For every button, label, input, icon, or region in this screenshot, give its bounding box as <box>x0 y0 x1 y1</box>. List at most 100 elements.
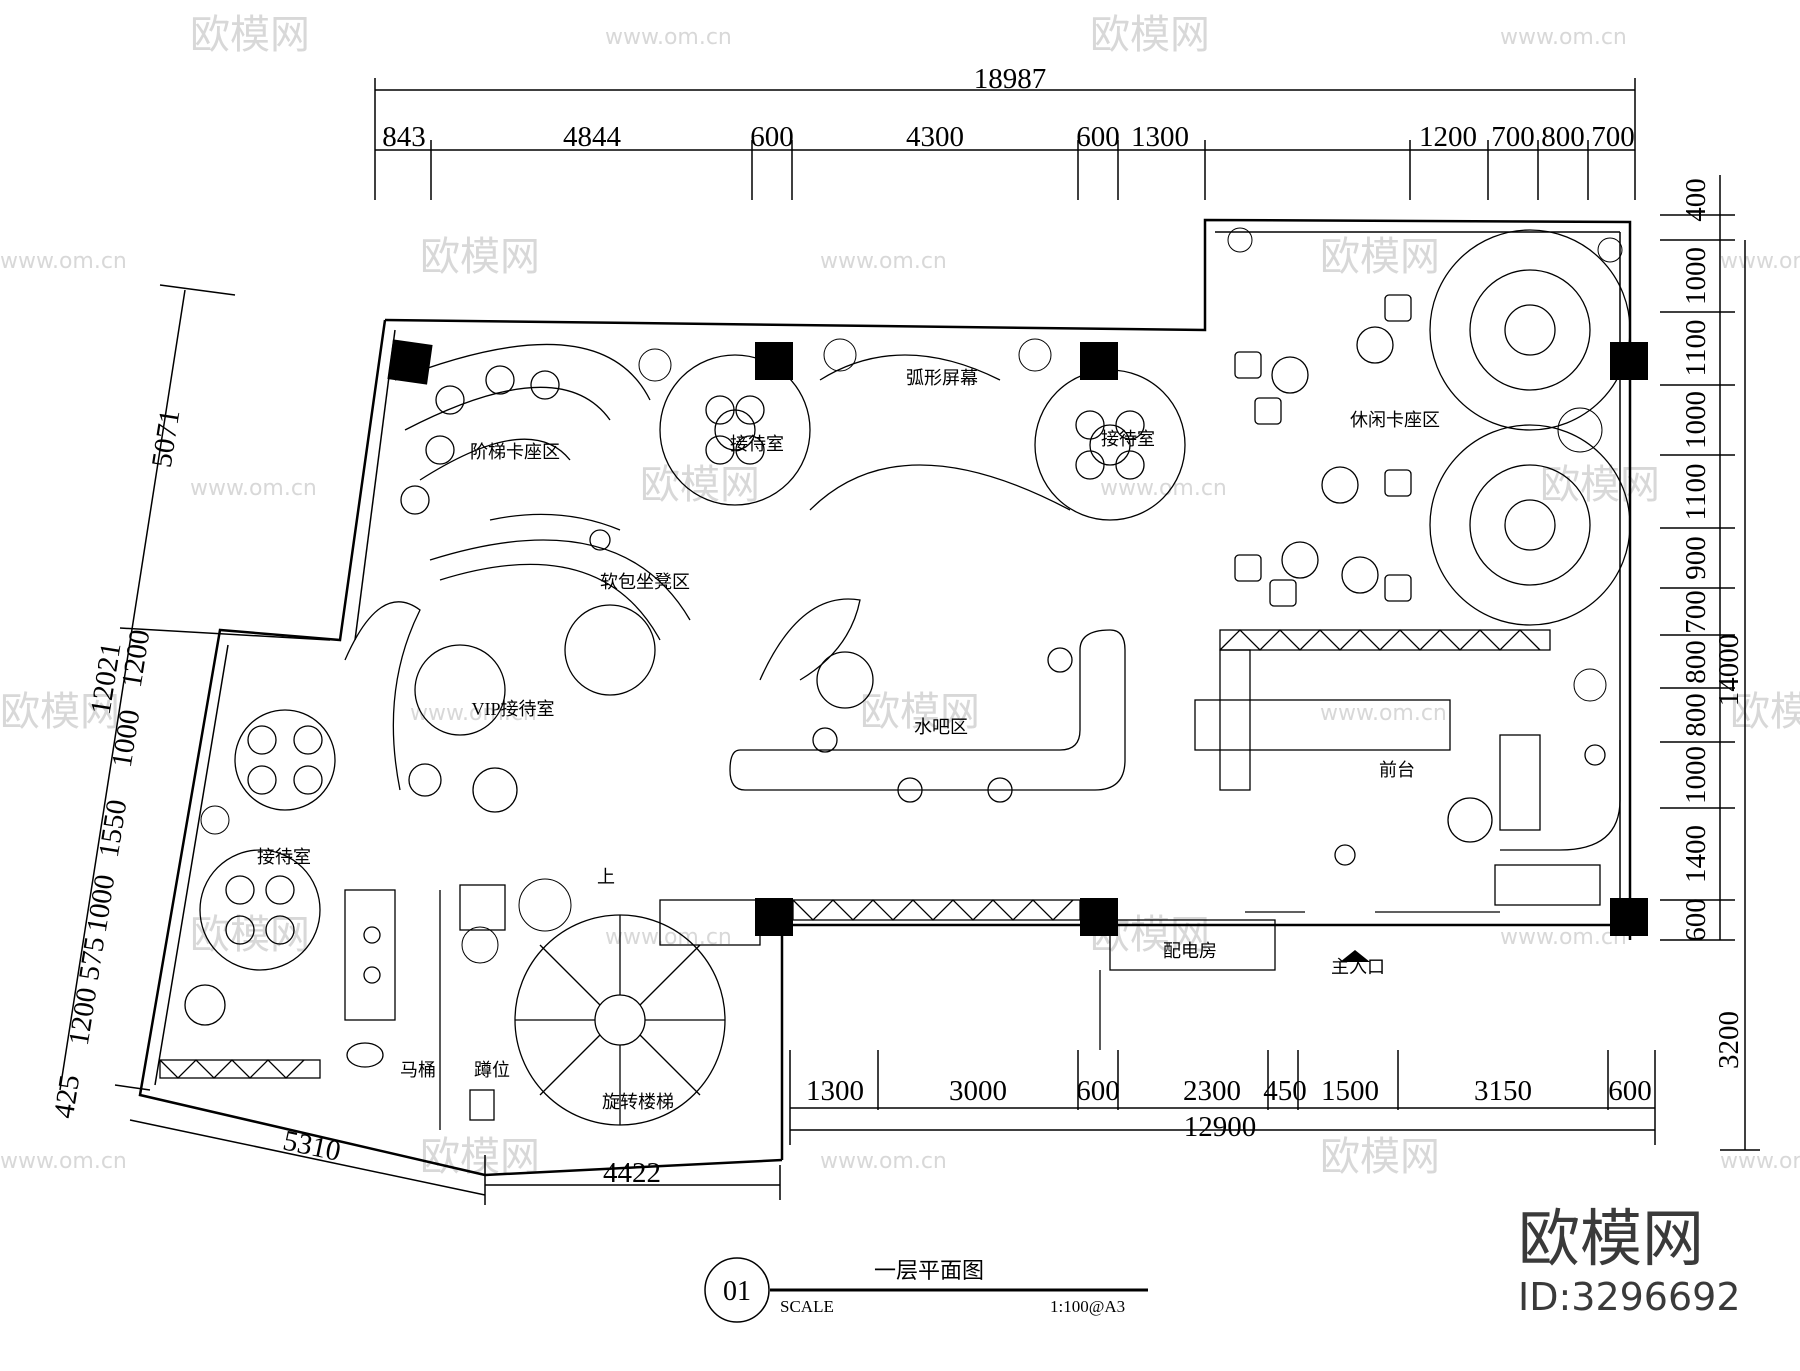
plant-icon <box>1018 338 1052 372</box>
watermark-url: www.om.cn <box>410 701 537 726</box>
plant-icon <box>518 878 572 932</box>
watermark-url: www.om.cn <box>820 1149 947 1174</box>
watermark-url: www.om.cn <box>1720 249 1800 274</box>
label-soft-bench: 软包坐凳区 <box>600 572 690 592</box>
label-stair-booth: 阶梯卡座区 <box>470 442 560 462</box>
plant-icon <box>1557 407 1603 453</box>
dim-right-6: 900 <box>1680 536 1712 580</box>
column <box>387 339 433 385</box>
dim-left-4: 1000 <box>81 872 122 934</box>
watermark-layer: 欧模网 www.om.cn 欧模网 www.om.cn www.om.cn 欧模… <box>0 12 1800 1180</box>
brand-name: 欧模网 <box>1518 1202 1704 1275</box>
watermark-cn: 欧模网 <box>860 689 980 735</box>
dim-bottom-7: 3150 <box>1474 1075 1532 1107</box>
dim-top-7: 1200 <box>1419 121 1477 153</box>
label-main-entrance: 主入口 <box>1331 957 1385 977</box>
dim-right-4: 1000 <box>1680 391 1712 449</box>
brand-id: ID:3296692 <box>1518 1275 1741 1319</box>
dim-right-lower: 3200 <box>1713 1011 1745 1069</box>
label-toilet: 马桶 <box>400 1060 436 1080</box>
dim-left-5: 575 <box>73 935 111 983</box>
plants <box>200 227 1623 964</box>
room-labels: 阶梯卡座区 接待室 弧形屏幕 接待室 休闲卡座区 软包坐凳区 VIP接待室 水吧… <box>257 368 1440 1112</box>
dim-top-2: 4844 <box>563 121 622 153</box>
watermark-cn: 欧模网 <box>190 12 310 58</box>
watermark-url: www.om.cn <box>1320 701 1447 726</box>
brand-mark: 欧模网 ID:3296692 <box>1518 1202 1741 1319</box>
label-lounge-booth: 休闲卡座区 <box>1350 410 1440 430</box>
watermark-cn: 欧模网 <box>1320 234 1440 280</box>
dim-right-11: 1400 <box>1680 825 1712 883</box>
label-reception-2: 接待室 <box>1101 429 1155 449</box>
dim-right-9: 800 <box>1680 693 1712 737</box>
label-front-desk: 前台 <box>1379 760 1415 780</box>
scale-label: SCALE <box>780 1297 834 1316</box>
dim-right-2: 1000 <box>1680 247 1712 305</box>
dim-bottom-4: 2300 <box>1183 1075 1241 1107</box>
dim-bottom-diag: 5310 <box>280 1125 343 1168</box>
dim-bottom-5: 450 <box>1263 1075 1307 1107</box>
column <box>755 898 793 936</box>
column <box>1610 898 1648 936</box>
dim-top-9: 800 <box>1541 121 1585 153</box>
watermark-cn: 欧模网 <box>1730 689 1800 735</box>
dim-left-1: 1200 <box>116 627 157 689</box>
watermark-url: www.om.cn <box>190 476 317 501</box>
dim-bottom-6: 1500 <box>1321 1075 1379 1107</box>
dim-right-12: 600 <box>1680 898 1712 942</box>
dim-top-1: 843 <box>382 121 426 153</box>
plant-icon <box>823 338 857 372</box>
column <box>755 342 793 380</box>
plant-icon <box>1227 227 1253 253</box>
dim-left-7: 425 <box>48 1073 86 1121</box>
column <box>1080 898 1118 936</box>
drawing-number: 01 <box>723 1276 751 1307</box>
dim-bottom-total: 12900 <box>1184 1111 1257 1143</box>
truss-beams <box>159 629 1551 1079</box>
dim-top-5: 600 <box>1076 121 1120 153</box>
label-up: 上 <box>597 867 615 887</box>
scale-value: 1:100@A3 <box>1050 1297 1125 1316</box>
plant-icon <box>638 348 672 382</box>
structural-columns <box>387 339 1648 936</box>
watermark-cn: 欧模网 <box>0 689 120 735</box>
label-water-bar: 水吧区 <box>914 717 968 737</box>
label-reception-3: 接待室 <box>257 847 311 867</box>
dim-top-4: 4300 <box>906 121 964 153</box>
dim-right-1: 400 <box>1680 178 1712 222</box>
title-block: 01 一层平面图 SCALE 1:100@A3 <box>704 1257 1148 1323</box>
dim-bottom-stair: 4422 <box>603 1157 661 1189</box>
label-spiral-stair: 旋转楼梯 <box>602 1092 674 1112</box>
watermark-cn: 欧模网 <box>1540 462 1660 508</box>
dim-right-3: 1100 <box>1680 320 1712 377</box>
dim-right-8: 800 <box>1680 640 1712 684</box>
watermark-url: www.om.cn <box>1500 925 1627 950</box>
label-vip-reception: VIP接待室 <box>471 699 554 719</box>
dim-bottom-8: 600 <box>1608 1075 1652 1107</box>
watermark-cn: 欧模网 <box>1320 1134 1440 1180</box>
watermark-cn: 欧模网 <box>640 462 760 508</box>
watermark-cn: 欧模网 <box>190 912 310 958</box>
dim-right-10: 1000 <box>1680 746 1712 804</box>
dim-top-8: 700 <box>1491 121 1535 153</box>
dim-left-6: 1200 <box>63 985 104 1047</box>
dim-left-3: 1550 <box>93 797 134 859</box>
watermark-url: www.om.cn <box>1500 25 1627 50</box>
drawing-title: 一层平面图 <box>874 1258 984 1283</box>
label-power-room: 配电房 <box>1163 941 1217 961</box>
walls <box>138 218 1632 1177</box>
drawing-number-circle <box>704 1257 770 1323</box>
watermark-url: www.om.cn <box>605 25 732 50</box>
label-reception-1: 接待室 <box>730 434 784 454</box>
plant-icon <box>1597 237 1623 263</box>
watermark-url: www.om.cn <box>0 1149 127 1174</box>
dim-top-3: 600 <box>750 121 794 153</box>
watermark-url: www.om.cn <box>1720 1149 1800 1174</box>
dimension-lines <box>59 78 1760 1205</box>
dim-top-total: 18987 <box>974 63 1047 95</box>
watermark-cn: 欧模网 <box>1090 12 1210 58</box>
dim-right-total: 14000 <box>1713 634 1745 707</box>
column <box>1610 342 1648 380</box>
watermark-url: www.om.cn <box>605 925 732 950</box>
